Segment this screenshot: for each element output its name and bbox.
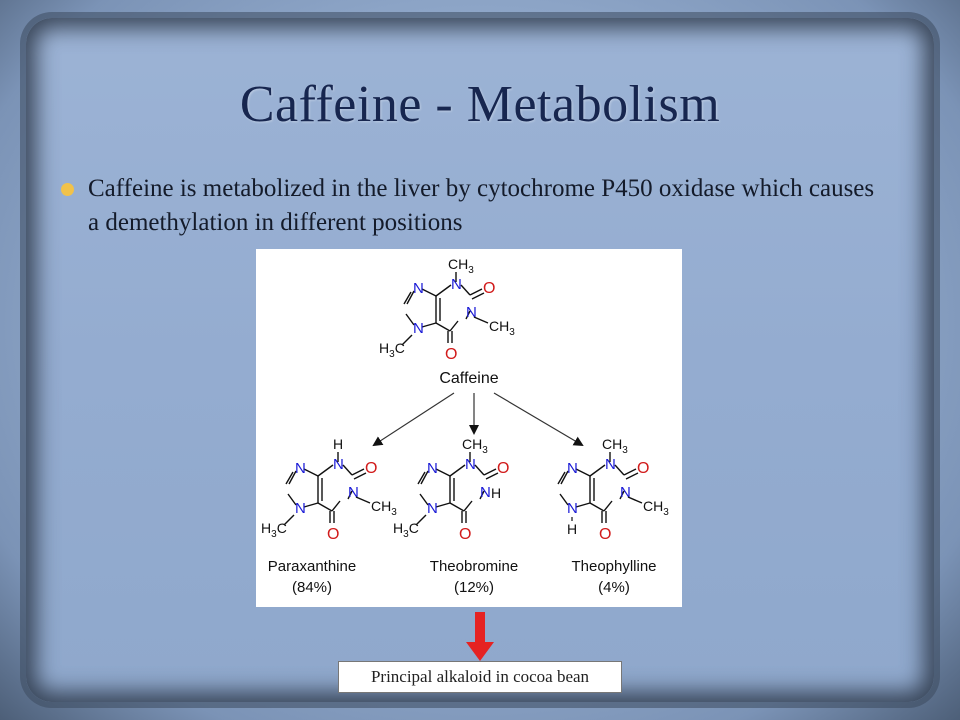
atom-n9: N — [413, 320, 424, 337]
atom-o-bottom: O — [445, 346, 457, 363]
svg-text:O: O — [459, 526, 471, 543]
methyl-left: H3C — [379, 340, 405, 360]
svg-text:H3C: H3C — [393, 520, 419, 540]
theophylline-structure: N N N N O O CH3 CH3 H — [557, 436, 669, 543]
arrow-to-paraxanthine — [372, 392, 455, 447]
methyl-top: CH3 — [448, 256, 474, 276]
theobromine-percent: (12%) — [454, 579, 494, 596]
theobromine-label: Theobromine — [430, 558, 518, 575]
svg-text:O: O — [365, 460, 377, 477]
down-arrow-icon — [466, 612, 494, 661]
svg-text:O: O — [599, 526, 611, 543]
atom-n3: N — [466, 304, 477, 321]
svg-text:CH3: CH3 — [462, 436, 488, 456]
svg-text:N: N — [567, 460, 578, 477]
theophylline-label: Theophylline — [571, 558, 656, 575]
metabolism-svg: N N N N O O CH3 CH3 H3C Caffeine N — [261, 256, 669, 596]
svg-text:H: H — [333, 436, 343, 452]
arrow-to-theophylline — [493, 392, 584, 447]
svg-text:N: N — [480, 484, 491, 501]
svg-text:H: H — [567, 521, 577, 537]
atom-n1: N — [451, 276, 462, 293]
svg-text:O: O — [497, 460, 509, 477]
caffeine-label: Caffeine — [439, 370, 498, 387]
svg-text:H3C: H3C — [261, 520, 287, 540]
theobromine-structure: N N N N O O CH3 H H3C — [393, 436, 509, 543]
methyl-right: CH3 — [489, 318, 515, 338]
metabolism-diagram: N N N N O O CH3 CH3 H3C Caffeine N — [256, 249, 682, 607]
theophylline-percent: (4%) — [598, 579, 630, 596]
svg-text:O: O — [327, 526, 339, 543]
atom-n7: N — [413, 280, 424, 297]
svg-text:N: N — [427, 500, 438, 517]
paraxanthine-percent: (84%) — [292, 579, 332, 596]
svg-text:N: N — [427, 460, 438, 477]
caffeine-structure: N N N N O O CH3 CH3 H3C — [379, 256, 515, 363]
svg-text:H: H — [491, 485, 501, 501]
svg-text:N: N — [333, 456, 344, 473]
bullet-text: Caffeine is metabolized in the liver by … — [88, 175, 875, 236]
bullet-dot-icon — [61, 183, 74, 196]
svg-text:N: N — [567, 500, 578, 517]
svg-text:CH3: CH3 — [371, 498, 397, 518]
svg-text:N: N — [295, 500, 306, 517]
atom-o-right: O — [483, 280, 495, 297]
svg-text:N: N — [465, 456, 476, 473]
svg-text:N: N — [295, 460, 306, 477]
svg-text:N: N — [605, 456, 616, 473]
svg-text:N: N — [620, 484, 631, 501]
paraxanthine-structure: N N N N O O H CH3 H3C — [261, 436, 397, 543]
svg-text:O: O — [637, 460, 649, 477]
svg-text:CH3: CH3 — [643, 498, 669, 518]
cocoa-callout: Principal alkaloid in cocoa bean — [338, 661, 622, 693]
paraxanthine-label: Paraxanthine — [268, 558, 356, 575]
svg-text:CH3: CH3 — [602, 436, 628, 456]
svg-text:N: N — [348, 484, 359, 501]
slide-title: Caffeine - Metabolism — [239, 76, 721, 133]
